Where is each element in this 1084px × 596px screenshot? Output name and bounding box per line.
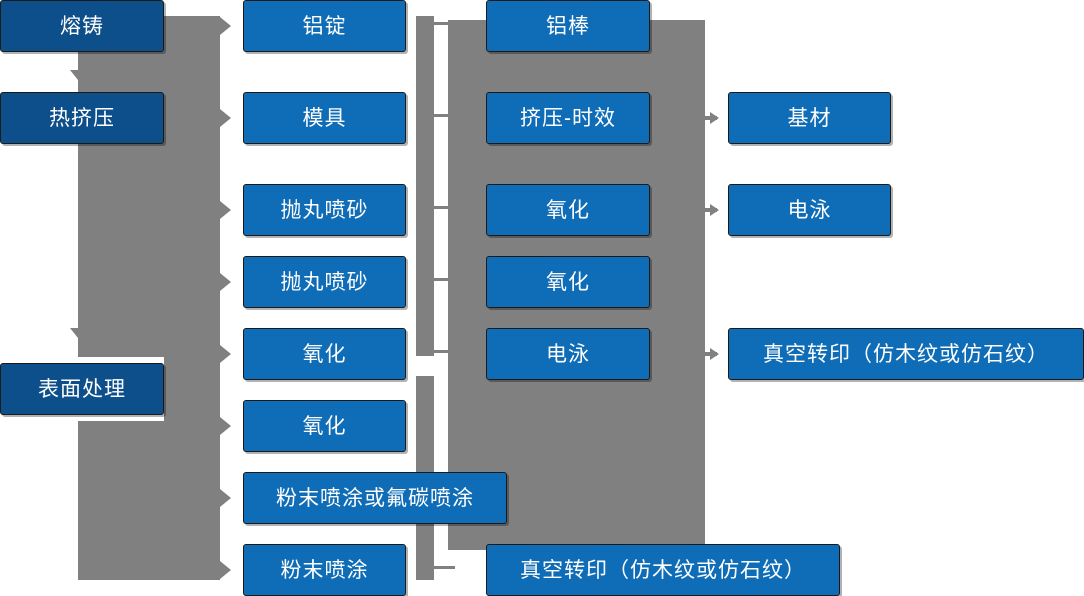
node-label: 氧化	[302, 414, 347, 438]
gray-link-line-5	[433, 350, 455, 353]
gray-branch-arrow-1	[220, 17, 231, 35]
node-electrophoresis-col3[interactable]: 电泳	[486, 328, 650, 380]
gray-arrow-head-3	[710, 348, 719, 360]
node-label: 挤压-时效	[520, 106, 616, 130]
node-oxidation-col3-1[interactable]: 氧化	[486, 184, 650, 236]
node-label: 基材	[787, 106, 832, 130]
node-oxidation-col3-2[interactable]: 氧化	[486, 256, 650, 308]
node-shot-blasting-2[interactable]: 抛丸喷砂	[243, 256, 406, 308]
node-label: 表面处理	[38, 377, 126, 401]
gray-branch-arrow-7	[220, 489, 231, 507]
gray-link-line-2	[433, 114, 455, 117]
gray-branch-arrow-3	[220, 201, 231, 219]
node-label: 熔铸	[60, 14, 104, 38]
node-powder-coating[interactable]: 粉末喷涂	[243, 544, 406, 596]
gray-branch-arrow-5	[220, 345, 231, 363]
node-label: 氧化	[546, 270, 590, 294]
node-stage-melting[interactable]: 熔铸	[0, 0, 164, 52]
gray-link-line-3	[433, 206, 455, 209]
node-label: 抛丸喷砂	[280, 270, 369, 294]
node-vacuum-transfer-bottom[interactable]: 真空转印（仿木纹或仿石纹）	[486, 544, 840, 596]
node-label: 真空转印（仿木纹或仿石纹）	[520, 558, 806, 582]
node-powder-or-fluorocarbon-coating[interactable]: 粉末喷涂或氟碳喷涂	[243, 472, 507, 524]
node-base-material[interactable]: 基材	[728, 92, 891, 144]
node-shot-blasting-1[interactable]: 抛丸喷砂	[243, 184, 406, 236]
gray-branch-arrow-8	[220, 561, 231, 579]
gray-branch-arrow-4	[220, 273, 231, 291]
node-label: 氧化	[546, 198, 590, 222]
node-oxidation-col2-1[interactable]: 氧化	[243, 328, 406, 380]
gray-link-line-surface	[163, 387, 185, 391]
node-mould[interactable]: 模具	[243, 92, 406, 144]
node-label: 氧化	[302, 342, 347, 366]
node-label: 热挤压	[49, 106, 115, 130]
gray-link-line-1	[433, 22, 455, 25]
node-label: 铝锭	[302, 14, 347, 38]
gray-arrow-head-1	[710, 112, 719, 124]
node-aluminum-ingot[interactable]: 铝锭	[243, 0, 406, 52]
gray-spine-upper	[416, 16, 434, 356]
gray-branch-arrow-2	[220, 109, 231, 127]
node-label: 粉末喷涂或氟碳喷涂	[276, 486, 474, 510]
node-label: 铝棒	[546, 14, 590, 38]
node-oxidation-col2-2[interactable]: 氧化	[243, 400, 406, 452]
gray-branch-arrow-6	[220, 417, 231, 435]
gray-arrow-head-2	[710, 204, 719, 216]
node-label: 真空转印（仿木纹或仿石纹）	[763, 342, 1049, 366]
trunk-down-arrow-1	[70, 70, 86, 80]
gray-link-line-4	[433, 278, 455, 281]
node-aluminum-bar[interactable]: 铝棒	[486, 0, 650, 52]
trunk-down-arrow-2	[70, 328, 86, 338]
node-electrophoresis-output[interactable]: 电泳	[728, 184, 891, 236]
node-label: 抛丸喷砂	[280, 198, 369, 222]
gray-link-line-6	[433, 566, 455, 569]
node-label: 粉末喷涂	[280, 558, 369, 582]
node-stage-surface-treatment[interactable]: 表面处理	[0, 363, 164, 415]
node-vacuum-transfer-output[interactable]: 真空转印（仿木纹或仿石纹）	[728, 328, 1084, 380]
node-extrusion-aging[interactable]: 挤压-时效	[486, 92, 650, 144]
node-label: 模具	[302, 106, 347, 130]
node-label: 电泳	[787, 198, 832, 222]
node-label: 电泳	[546, 342, 590, 366]
node-stage-hot-extrusion[interactable]: 热挤压	[0, 92, 164, 144]
